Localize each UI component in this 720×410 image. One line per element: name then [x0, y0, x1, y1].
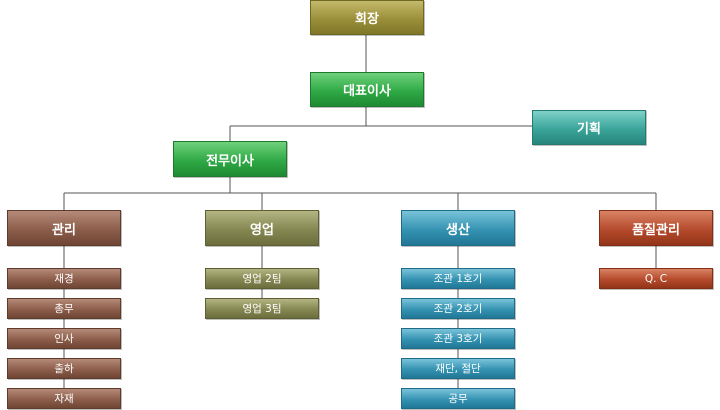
team-label: 공무	[448, 393, 468, 405]
dept-production-label: 생산	[446, 222, 470, 238]
team-label: 조관 2호기	[433, 303, 483, 315]
team-box: 총무	[7, 298, 121, 319]
planning-label: 기획	[577, 122, 601, 137]
dept-production-box: 생산	[401, 210, 515, 246]
team-box: 인사	[7, 328, 121, 349]
team-box: 출하	[7, 358, 121, 379]
dept-management-label: 관리	[52, 222, 76, 238]
dept-sales-label: 영업	[250, 222, 274, 238]
team-box: 재단, 절단	[401, 358, 515, 379]
team-label: 재경	[54, 273, 74, 285]
ceo-box: 대표이사	[310, 72, 424, 107]
team-box: 자재	[7, 388, 121, 409]
team-label: 총무	[54, 303, 74, 315]
team-label: Q. C	[644, 272, 668, 285]
team-box: 영업 2팀	[205, 268, 319, 289]
team-label: 영업 3팀	[242, 303, 282, 315]
executive-director-label: 전무이사	[206, 153, 254, 169]
team-box: 조관 3호기	[401, 328, 515, 349]
team-label: 재단, 절단	[435, 363, 481, 375]
dept-management-box: 관리	[7, 210, 121, 246]
team-box: Q. C	[599, 268, 713, 289]
team-label: 자재	[54, 393, 74, 405]
planning-box: 기획	[532, 110, 646, 145]
ceo-label: 대표이사	[343, 84, 391, 99]
dept-quality-label: 품질관리	[632, 222, 680, 238]
chairman-box: 회장	[310, 0, 424, 35]
team-label: 영업 2팀	[242, 273, 282, 285]
team-label: 조관 3호기	[433, 333, 483, 345]
team-box: 영업 3팀	[205, 298, 319, 319]
dept-sales-box: 영업	[205, 210, 319, 246]
chairman-label: 회장	[355, 12, 379, 27]
team-box: 재경	[7, 268, 121, 289]
executive-director-box: 전무이사	[173, 141, 287, 177]
team-box: 조관 1호기	[401, 268, 515, 289]
dept-quality-box: 품질관리	[599, 210, 713, 246]
team-label: 출하	[54, 363, 74, 375]
team-label: 인사	[54, 333, 74, 345]
team-label: 조관 1호기	[433, 273, 483, 285]
team-box: 공무	[401, 388, 515, 409]
team-box: 조관 2호기	[401, 298, 515, 319]
